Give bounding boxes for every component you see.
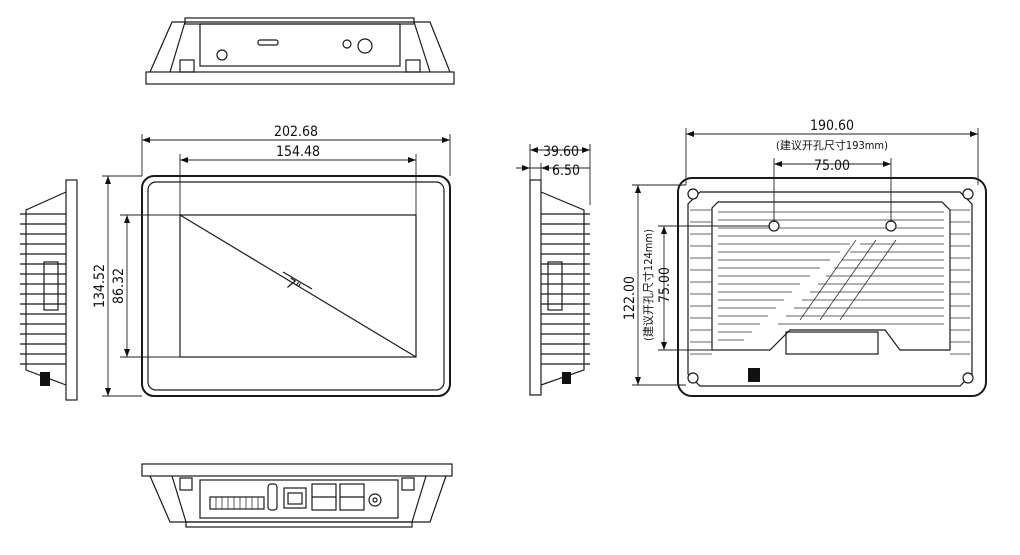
back-mount-x-label: 75.00 xyxy=(814,158,850,174)
front-height-label: 134.52 xyxy=(92,264,108,308)
side-bezel-label: 6.50 xyxy=(552,163,580,179)
front-view-width-label: 154.48 xyxy=(276,144,320,160)
back-mount-y-label: 75.00 xyxy=(657,267,673,303)
back-height-note: (建议开孔尺寸124mm) xyxy=(641,229,655,341)
back-view: 190.60 (建议开孔尺寸193mm) 75.00 122.00 (建议开孔尺… xyxy=(622,118,987,397)
back-width-note: (建议开孔尺寸193mm) xyxy=(776,138,888,152)
bottom-view xyxy=(141,463,453,528)
back-side-fins xyxy=(690,209,970,355)
back-height-label: 122.00 xyxy=(622,276,638,320)
side-depth-label: 39.60 xyxy=(543,144,579,160)
left-side-view xyxy=(20,179,78,401)
back-fins xyxy=(718,211,944,341)
front-view: 7" 202.68 154.48 134.52 86.32 xyxy=(92,124,451,397)
back-width-label: 190.60 xyxy=(810,118,854,134)
right-side-view: 39.60 6.50 xyxy=(516,144,591,396)
top-view xyxy=(145,17,455,85)
front-width-label: 202.68 xyxy=(274,124,318,140)
front-view-height-label: 86.32 xyxy=(111,268,127,304)
